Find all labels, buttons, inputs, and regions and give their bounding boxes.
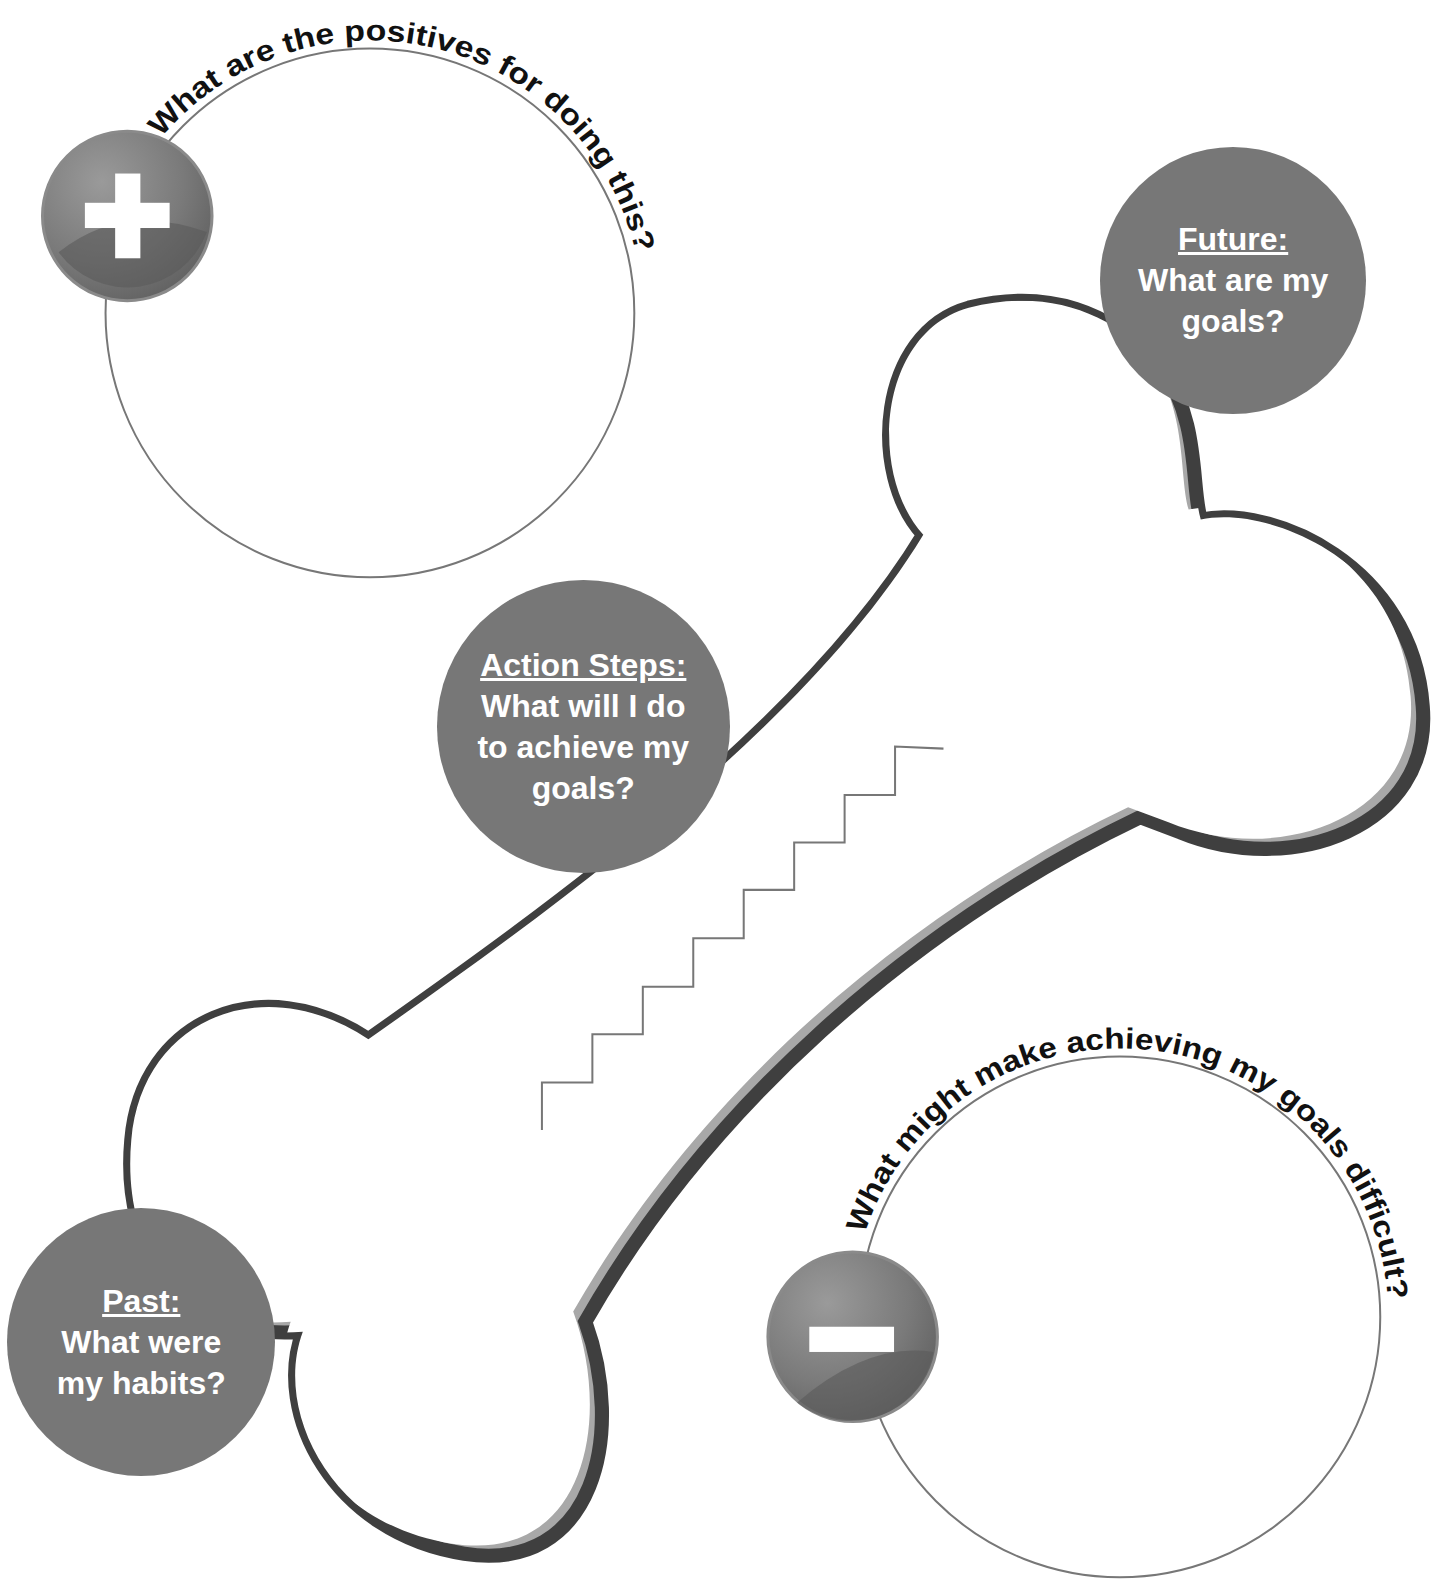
circle-outline: What might make achieving my goals diffi… xyxy=(799,996,1439,1582)
circle-ring xyxy=(106,48,635,577)
circle-heading: What might make achieving my goals diffi… xyxy=(840,1022,1414,1300)
plus-button xyxy=(43,131,213,300)
topic-circle: Action Steps:What will I do to achieve m… xyxy=(437,580,730,873)
circle-heading: Action Steps: xyxy=(462,645,704,686)
circle-heading: What are the positives for doing this? xyxy=(142,14,661,254)
note-circle: What are the positives for doing this? xyxy=(45,0,695,638)
circle-ring xyxy=(860,1057,1381,1578)
note-circle: What might make achieving my goals diffi… xyxy=(799,996,1439,1582)
circle-outline: What are the positives for doing this? xyxy=(45,0,695,638)
circle-heading: Future: xyxy=(1122,219,1344,260)
circle-question: What will I do to achieve my goals? xyxy=(462,686,704,809)
topic-circle: Future:What are my goals? xyxy=(1100,147,1366,413)
minus-button xyxy=(768,1252,938,1422)
circle-heading: Past: xyxy=(35,1281,247,1322)
circle-question: What are my goals? xyxy=(1122,260,1344,342)
bone-fill xyxy=(118,291,1411,1546)
topic-circle: Past:What were my habits? xyxy=(7,1208,275,1476)
circle-question: What were my habits? xyxy=(35,1322,247,1404)
